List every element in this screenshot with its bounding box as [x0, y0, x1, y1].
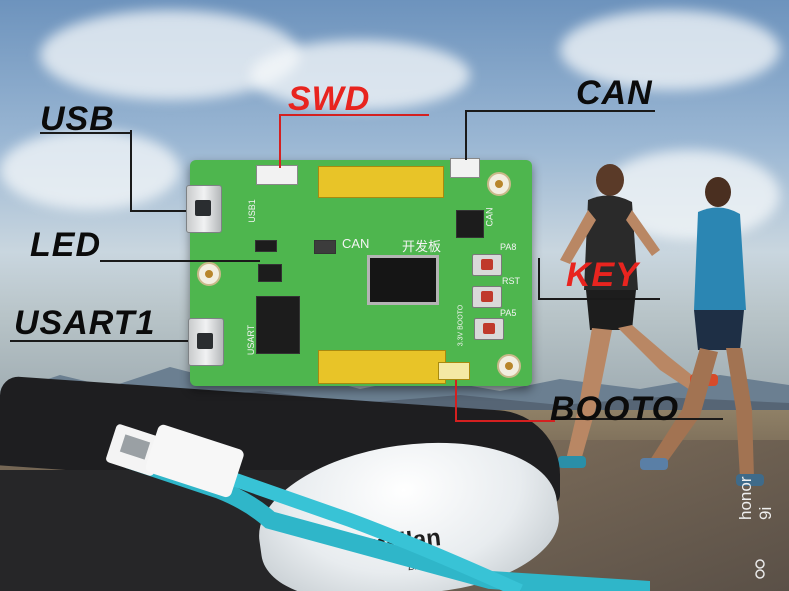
- mounting-hole: [497, 354, 521, 378]
- usart1-leader-line: [10, 340, 188, 342]
- usb-underline: [40, 132, 132, 134]
- cloud: [250, 40, 470, 110]
- key-label: KEY: [566, 256, 639, 294]
- rst-button[interactable]: [472, 286, 502, 308]
- led-indicator: [255, 240, 277, 252]
- usb-leader-line: [130, 130, 132, 212]
- can-transceiver-chip: [456, 210, 484, 238]
- silk-pa8: PA8: [500, 242, 517, 252]
- crystal: [314, 240, 336, 254]
- can-label: CAN: [576, 74, 653, 112]
- swd-underline: [279, 114, 429, 116]
- mounting-hole: [487, 172, 511, 196]
- led-label: LED: [30, 226, 101, 264]
- usart-usb-port[interactable]: [188, 318, 224, 366]
- can-connector: [450, 158, 480, 178]
- silk-usart: USART: [246, 324, 257, 356]
- booto-leader-line: [455, 380, 457, 422]
- silk-usb1: USB1: [246, 199, 257, 223]
- silk-dev-board: 开发板: [402, 239, 442, 254]
- bottom-pin-header: [318, 350, 446, 384]
- usb-cable: [106, 424, 650, 591]
- usart1-label: USART1: [14, 304, 156, 342]
- watermark-brand: honor 9i: [736, 476, 775, 520]
- pa8-key-button[interactable]: [472, 254, 502, 276]
- silk-can-right: CAN: [484, 207, 495, 227]
- booto-label: BOOTO: [550, 390, 680, 428]
- silk-can: CAN: [342, 236, 370, 251]
- pa5-key-button[interactable]: [474, 318, 504, 340]
- led-leader-line: [100, 260, 260, 262]
- mounting-hole: [197, 262, 221, 286]
- silk-pa5: PA5: [500, 308, 517, 318]
- top-pin-header: [318, 166, 444, 198]
- ch340-chip: [256, 296, 300, 354]
- cloud: [0, 130, 180, 210]
- usb-label: USB: [40, 100, 115, 138]
- camera-watermark: [755, 559, 765, 579]
- regulator-chip: [258, 264, 282, 282]
- can-leader-line: [465, 112, 467, 160]
- key-bracket-line: [538, 258, 540, 300]
- swd-label: SWD: [288, 80, 371, 118]
- stm32-mcu: [370, 258, 436, 302]
- usb-port[interactable]: [186, 185, 222, 233]
- boot0-jumper[interactable]: [438, 362, 470, 380]
- swd-leader-line: [279, 116, 281, 168]
- swd-connector: [256, 165, 298, 185]
- booto-underline: [555, 418, 723, 420]
- cloud: [560, 10, 780, 90]
- key-underline: [540, 298, 660, 300]
- silk-rst: RST: [502, 276, 520, 286]
- booto-leader-line: [455, 420, 555, 422]
- runners-image: [558, 164, 764, 486]
- usb-leader-line: [130, 210, 186, 212]
- silk-boot0: 3.3V BOOTO: [457, 304, 465, 347]
- can-underline: [465, 110, 655, 112]
